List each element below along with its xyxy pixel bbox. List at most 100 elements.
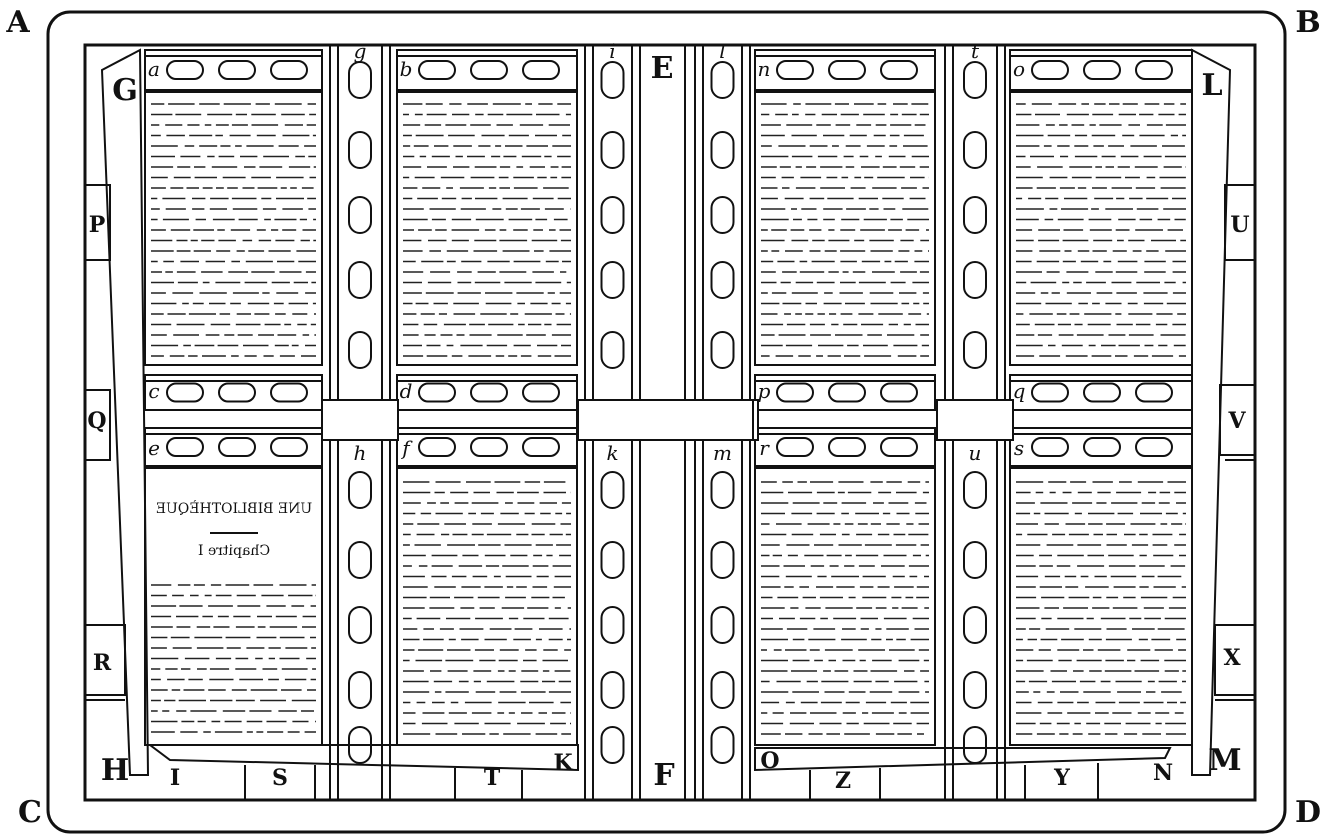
slot: [218, 437, 256, 457]
slot-vertical: [963, 671, 987, 709]
corner-label-D: D: [1295, 795, 1321, 830]
slot-vertical: [963, 541, 987, 579]
slot: [522, 437, 560, 457]
column-label: l: [719, 39, 725, 63]
left-board: [100, 48, 150, 776]
slot: [776, 382, 814, 403]
slot-vertical: [348, 726, 372, 764]
clamp-strip: [396, 49, 578, 91]
page-top: [1009, 91, 1193, 366]
slot-vertical: [348, 671, 372, 709]
slot-vertical: [348, 471, 372, 509]
slot-vertical: [348, 196, 372, 234]
right-block: [1214, 624, 1256, 696]
page-bottom: [1009, 467, 1193, 746]
strip-label: q: [1013, 379, 1026, 403]
slot-vertical: [963, 261, 987, 299]
slot-vertical: [710, 261, 735, 299]
slot: [1083, 437, 1121, 457]
slot-vertical: [710, 726, 735, 764]
slot-vertical: [710, 541, 735, 579]
slot-vertical: [348, 541, 372, 579]
right-label: X: [1223, 645, 1241, 671]
page-title: UNE BIBLIOTHÈQUE: [156, 499, 312, 517]
slot: [1135, 60, 1173, 80]
column-label: t: [971, 39, 980, 63]
slot: [828, 382, 866, 403]
page-bottom: [144, 467, 323, 746]
slot: [880, 382, 918, 403]
strip-label: n: [758, 57, 771, 81]
left-label: P: [89, 212, 106, 238]
slot: [166, 382, 204, 403]
right-block: [1224, 184, 1256, 261]
column-label: h: [354, 441, 367, 465]
page-bottom: [396, 467, 578, 746]
slot: [418, 60, 456, 80]
slot: [880, 437, 918, 457]
slot-vertical: [600, 606, 625, 644]
clamp-strip: [754, 374, 936, 411]
slot-vertical: [710, 196, 735, 234]
clamp-strip: [144, 374, 323, 411]
strip-label: o: [1013, 57, 1025, 81]
bottom-label: S: [272, 765, 288, 791]
strip-label: r: [759, 436, 770, 460]
strip-label: c: [148, 379, 159, 403]
column-label: k: [606, 441, 618, 465]
slot-vertical: [600, 471, 625, 509]
slot-vertical: [600, 726, 625, 764]
slot-vertical: [963, 131, 987, 169]
corner-label-A: A: [5, 5, 30, 40]
slot: [166, 437, 204, 457]
clamp-strip: [754, 427, 936, 467]
slot-vertical: [348, 61, 372, 99]
right-label: U: [1230, 212, 1249, 238]
column-label: g: [354, 39, 367, 63]
slot-vertical: [600, 261, 625, 299]
bottom-label: Y: [1053, 765, 1070, 791]
strip-label: b: [400, 57, 413, 81]
slot-vertical: [710, 606, 735, 644]
slot-vertical: [710, 471, 735, 509]
slot: [1031, 437, 1069, 457]
strip-label: d: [400, 379, 413, 403]
slot: [880, 60, 918, 80]
slot-vertical: [348, 331, 372, 369]
slot: [418, 437, 456, 457]
slot-vertical: [600, 131, 625, 169]
bottom-label: N: [1153, 760, 1173, 786]
slot-vertical: [600, 196, 625, 234]
slot: [1083, 60, 1121, 80]
slot-vertical: [963, 61, 987, 99]
slot-vertical: [710, 131, 735, 169]
corner-label-B: B: [1295, 5, 1320, 40]
slot: [1031, 60, 1069, 80]
frame-label-L: L: [1201, 68, 1222, 103]
bottom-label: T: [484, 765, 501, 791]
strip-label: f: [400, 436, 413, 460]
right-label: V: [1227, 408, 1246, 434]
slot: [418, 382, 456, 403]
cross-block: [321, 399, 399, 441]
left-block: [84, 624, 126, 696]
slot: [166, 60, 204, 80]
slot-vertical: [348, 131, 372, 169]
left-label: Q: [87, 408, 106, 434]
slot-vertical: [600, 331, 625, 369]
slot: [470, 60, 508, 80]
slot-vertical: [963, 606, 987, 644]
page-top: [144, 91, 323, 366]
left-label: R: [93, 650, 112, 676]
frame-label-G: G: [112, 73, 138, 108]
bottom-wedge-left: [147, 744, 579, 772]
right-block: [1219, 384, 1256, 456]
slot-vertical: [963, 196, 987, 234]
slot-vertical: [963, 471, 987, 509]
page-top: [754, 91, 936, 366]
slot-vertical: [600, 541, 625, 579]
page-top: [396, 91, 578, 366]
slot: [218, 60, 256, 80]
outer-frame: [46, 10, 1287, 834]
